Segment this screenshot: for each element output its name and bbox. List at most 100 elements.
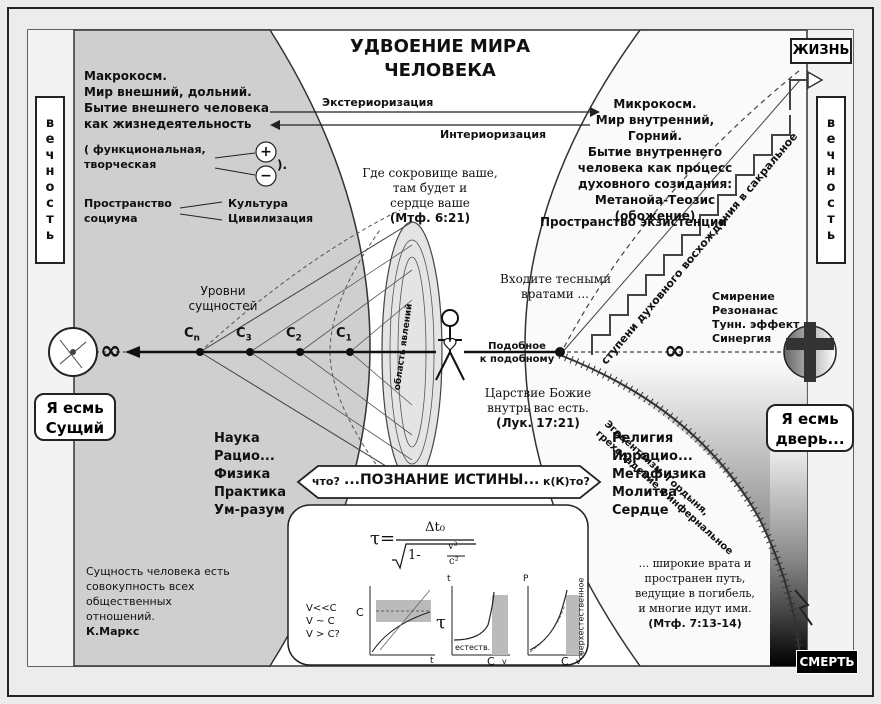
node-label-c2: C2 <box>286 326 302 344</box>
marx-quote: Сущность человека есть совокупность всех… <box>86 564 230 639</box>
like-to-like: Подобное к подобному <box>472 340 562 366</box>
banner-what: что? <box>312 475 340 488</box>
wide-gate-line: ведущие в погибель, <box>635 587 755 600</box>
science-item: Рацио... <box>214 449 275 464</box>
graph2-region: естеств. <box>455 643 491 652</box>
node-right <box>555 347 565 357</box>
node-letter: C <box>236 326 246 341</box>
banner-shape <box>296 465 602 499</box>
left-eternity-letter: ь <box>45 228 55 243</box>
religion-item: Сердце <box>612 503 669 518</box>
levels-label: Уровни сущностей <box>178 284 268 314</box>
right-eternity-box: в е ч н о с т ь <box>816 96 846 264</box>
descent-hatch <box>558 351 804 661</box>
cone-bottom-edge <box>199 351 413 483</box>
science-item: Наука <box>214 431 260 446</box>
right-eternity-letter: н <box>826 164 836 179</box>
space-society-line: Пространство <box>84 197 172 210</box>
i-am-being-box: Я есмь Сущий <box>34 393 116 441</box>
exteriorization-label: Экстериоризация <box>322 96 434 109</box>
node-c2 <box>296 348 304 356</box>
culture-civ-line: Цивилизация <box>228 212 314 225</box>
microcosm-line: духовного созидания: <box>577 177 733 191</box>
treasure-quote-ref: (Мтф. 6:21) <box>389 211 471 225</box>
functional-line: ( функциональная, <box>84 143 206 156</box>
science-item: Физика <box>214 467 271 482</box>
culture-civ-text: Культура Цивилизация <box>228 196 313 226</box>
i-am-door-line-1: Я есмь <box>781 410 839 428</box>
left-eternity-letter: с <box>46 196 54 211</box>
like-to-like-line: к подобному <box>479 354 555 365</box>
humility-item: Резонанас <box>712 304 779 317</box>
marx-line: отношений. <box>86 610 155 623</box>
infinity-left: ∞ <box>100 336 122 366</box>
graph-3 <box>527 586 582 656</box>
infinity-right: ∞ <box>664 336 686 366</box>
microcosm-line: человека как процесс <box>577 161 733 175</box>
microcosm-line: Бытие внутреннего <box>587 145 723 159</box>
node-letter: C <box>336 326 346 341</box>
marx-line: общественных <box>86 595 172 608</box>
interiorization-label: Интериоризация <box>440 128 547 141</box>
levels-line: сущностей <box>188 299 258 313</box>
kingdom-quote-ref: (Лук. 17:21) <box>496 416 580 430</box>
kingdom-quote-line: внутрь вас есть. <box>487 401 589 415</box>
node-cn <box>196 348 204 356</box>
minus-sign: − <box>260 168 272 184</box>
microcosm-line: Горний. <box>627 129 683 143</box>
death-label: СМЕРТЬ <box>796 650 858 674</box>
narrow-gate-line: вратами ... <box>521 287 589 301</box>
science-list: Наука Рацио... Физика Практика Ум-разум <box>214 430 286 520</box>
humility-item: Тунн. эффект <box>712 318 800 331</box>
graph3-ytop: P <box>523 574 529 584</box>
graph3-xlabel-c: C <box>561 655 569 668</box>
node-c1 <box>346 348 354 356</box>
wide-gate-quote: ... широкие врата и пространен путь, вед… <box>620 556 770 631</box>
religion-item: Метафизика <box>612 467 707 482</box>
node-subscript: n <box>193 333 200 344</box>
functional-line: творческая <box>84 158 157 171</box>
node-label-c3: C3 <box>236 326 252 344</box>
functional-text: ( функциональная, творческая <box>84 142 206 172</box>
wide-gate-line: пространен путь, <box>644 572 746 585</box>
kingdom-quote-line: Царствие Божие <box>484 386 592 400</box>
condition-item: V ~ C <box>306 616 335 627</box>
humility-list: Смирение Резонанас Тунн. эффект Синергия <box>712 290 800 346</box>
treasure-quote-line: сердце ваше <box>390 196 470 210</box>
left-eternity-letter: о <box>45 180 55 195</box>
cone-top-edge <box>199 221 413 353</box>
formula-v2: v² <box>448 541 458 552</box>
node-letter: C <box>286 326 296 341</box>
macrocosm-line: как жизнедеятельность <box>84 117 252 131</box>
macrocosm-line: Макрокосм. <box>84 69 167 83</box>
kingdom-quote: Царствие Божие внутрь вас есть. (Лук. 17… <box>478 386 598 431</box>
narrow-gate-text: Входите тесными вратами ... <box>500 272 611 302</box>
dark-wedge <box>560 355 807 666</box>
religion-item: Иррацио... <box>612 449 693 464</box>
left-eternity-letter: в <box>45 116 55 131</box>
space-existence-label: Пространство экзистенции <box>540 215 727 229</box>
marx-author: К.Маркс <box>86 625 140 638</box>
right-eternity-letter: в <box>826 116 836 131</box>
node-c3 <box>246 348 254 356</box>
node-subscript: 3 <box>245 333 252 344</box>
microcosm-line: Мир внутренний, <box>595 113 715 127</box>
graph1-xlabel: t <box>430 656 434 666</box>
i-am-being-line-2: Сущий <box>45 419 105 437</box>
graph1-ylabel: C <box>356 606 364 619</box>
condition-item: V > C? <box>306 629 340 640</box>
right-eternity-letter: с <box>827 196 835 211</box>
science-item: Практика <box>214 485 287 500</box>
formula-numerator: Δt₀ <box>425 520 445 535</box>
macrocosm-line: Бытие внешнего человека <box>84 101 269 115</box>
microcosm-line: Микрокосм. <box>613 97 697 111</box>
node-subscript: 1 <box>345 333 352 344</box>
religion-list: Религия Иррацио... Метафизика Молитва Се… <box>612 430 706 520</box>
graph2-ytop: t <box>447 574 451 584</box>
death-column <box>770 430 807 666</box>
left-eternity-letter: е <box>45 132 55 147</box>
like-to-like-line: Подобное <box>488 341 546 352</box>
humility-item: Смирение <box>712 290 775 303</box>
